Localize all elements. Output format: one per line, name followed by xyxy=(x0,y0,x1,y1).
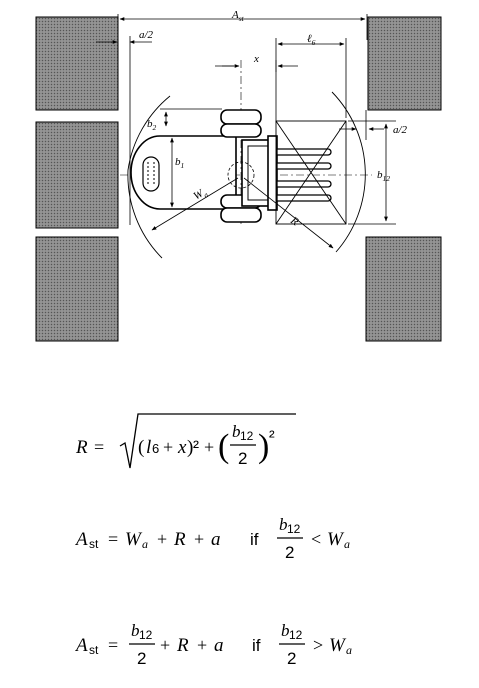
svg-text:W: W xyxy=(329,635,347,656)
svg-text:2: 2 xyxy=(238,449,247,468)
svg-text:=: = xyxy=(108,635,118,655)
label-b1: b1 xyxy=(175,156,184,170)
svg-text:l: l xyxy=(146,437,151,458)
svg-text:a: a xyxy=(211,529,221,550)
svg-text:+: + xyxy=(163,437,173,457)
svg-text:W: W xyxy=(125,529,143,550)
svg-text:>: > xyxy=(313,635,323,655)
x-dimension xyxy=(215,60,298,72)
svg-text:+: + xyxy=(204,437,214,457)
formula-radius: R = ( l 6 + x ) ² + ( b 12 2 ) ² xyxy=(75,413,296,469)
svg-text:a: a xyxy=(142,537,148,551)
svg-text:x: x xyxy=(177,437,187,458)
turning-circle-arc-right xyxy=(331,91,366,253)
formula-ast-case-1: A st = W a + R + a if b 12 2 < W a xyxy=(74,515,350,562)
b2-dimension xyxy=(160,108,222,127)
rack-right-bottom xyxy=(365,236,442,342)
label-b2: b2 xyxy=(147,118,157,132)
rack-left-top xyxy=(35,16,119,111)
svg-text:st: st xyxy=(89,643,99,657)
svg-text:if: if xyxy=(250,530,259,549)
l6-dimension xyxy=(275,38,347,122)
svg-text:²: ² xyxy=(269,427,275,446)
svg-text:): ) xyxy=(187,437,193,458)
svg-text:b: b xyxy=(232,422,241,441)
svg-text:W: W xyxy=(327,529,345,550)
wa-dimension xyxy=(151,177,239,231)
label-ast: Ast xyxy=(231,9,245,23)
svg-text:A: A xyxy=(74,635,88,656)
rack-blocks xyxy=(35,16,442,342)
steering-wheel xyxy=(227,161,255,189)
label-a-half-left: a/2 xyxy=(139,29,154,41)
a-half-right-dimension xyxy=(339,110,384,140)
svg-text:b: b xyxy=(281,621,290,640)
svg-text:R: R xyxy=(75,437,88,458)
r-dimension xyxy=(243,177,334,249)
pallet-load xyxy=(275,120,347,225)
svg-text:a: a xyxy=(344,537,350,551)
svg-text:R: R xyxy=(173,529,186,550)
rack-left-bottom xyxy=(35,236,119,342)
big-paren-close: ) xyxy=(258,428,269,465)
svg-text:if: if xyxy=(252,636,261,655)
svg-text:12: 12 xyxy=(287,522,301,536)
svg-text:+: + xyxy=(197,635,207,655)
svg-text:+: + xyxy=(157,529,167,549)
svg-text:2: 2 xyxy=(285,543,294,562)
formula-ast-case-2: A st = b 12 2 + R + a if b 12 2 > W a xyxy=(74,621,352,668)
svg-text:6: 6 xyxy=(152,441,159,456)
svg-text:+: + xyxy=(194,529,204,549)
label-wa: Wa xyxy=(192,186,210,205)
svg-text:st: st xyxy=(89,537,99,551)
label-l6: ℓ6 xyxy=(307,33,316,47)
svg-text:=: = xyxy=(108,529,118,549)
svg-text:R: R xyxy=(176,635,189,656)
svg-text:=: = xyxy=(94,437,104,457)
sqrt-sign xyxy=(119,413,296,469)
svg-text:<: < xyxy=(311,529,321,549)
svg-text:12: 12 xyxy=(139,628,153,642)
label-a-half-right: a/2 xyxy=(393,124,408,136)
ast-dimension xyxy=(117,14,368,40)
label-x: x xyxy=(253,53,259,65)
svg-text:²: ² xyxy=(193,437,199,457)
forklift-forks xyxy=(276,148,332,202)
svg-text:2: 2 xyxy=(137,649,146,668)
forklift-body xyxy=(130,135,237,210)
svg-text:(: ( xyxy=(138,437,144,458)
forklift-wheels xyxy=(220,109,262,223)
b12-dimension xyxy=(348,120,396,225)
rack-right-top xyxy=(367,16,442,111)
svg-text:A: A xyxy=(74,529,88,550)
svg-text:a: a xyxy=(346,643,352,657)
svg-text:12: 12 xyxy=(289,628,303,642)
svg-text:+: + xyxy=(160,635,170,655)
big-paren-open: ( xyxy=(218,428,229,465)
svg-text:b: b xyxy=(131,621,140,640)
turning-circle-arc xyxy=(127,95,171,259)
a-half-left-dimension xyxy=(96,36,152,225)
svg-text:b: b xyxy=(279,515,288,534)
svg-text:2: 2 xyxy=(287,649,296,668)
rack-left-middle xyxy=(35,121,119,229)
svg-text:a: a xyxy=(214,635,224,656)
forklift-aisle-diagram: Ast a/2 ℓ6 x xyxy=(35,9,442,342)
forklift-mast xyxy=(241,135,278,211)
svg-text:12: 12 xyxy=(240,429,254,443)
label-b12: b12 xyxy=(377,169,390,183)
